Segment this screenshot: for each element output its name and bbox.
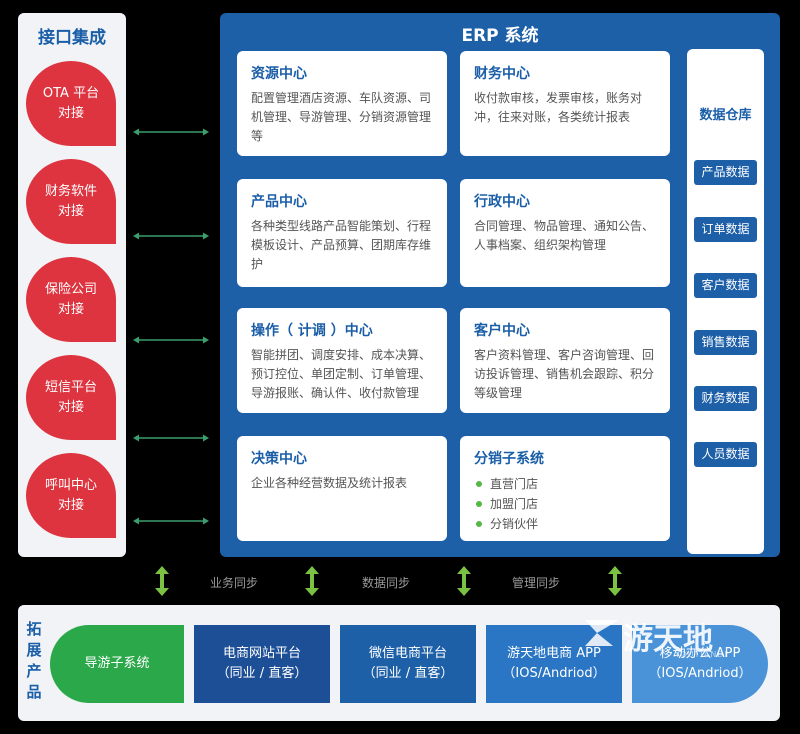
watermark-logo-icon (585, 620, 619, 646)
product-wechat-ecommerce[interactable]: 微信电商平台 （同业 / 直客） (340, 625, 476, 703)
card-desc: 智能拼团、调度安排、成本决算、预订控位、单团定制、订单管理、导游报账、确认件、收… (251, 348, 432, 400)
warehouse-item-customer[interactable]: 客户数据 (694, 273, 757, 298)
card-title: 财务中心 (474, 66, 530, 82)
double-arrow-icon (133, 232, 209, 240)
card-title: 分销子系统 (474, 451, 544, 467)
card-title: 行政中心 (474, 194, 530, 210)
card-desc: 客户资料管理、客户咨询管理、回访投诉管理、销售机会跟踪、积分等级管理 (474, 348, 655, 400)
list-item: 加盟门店 (474, 494, 656, 514)
interface-item-sublabel: 对接 (57, 105, 84, 121)
sync-label-business: 业务同步 (210, 576, 259, 590)
vertical-double-arrow-icon (305, 566, 319, 596)
card-admin-center[interactable]: 行政中心 合同管理、物品管理、通知公告、人事档案、组织架构管理 (460, 179, 670, 287)
interface-item-label: OTA 平台 (42, 85, 100, 101)
product-ecommerce-site[interactable]: 电商网站平台 （同业 / 直客） (194, 625, 330, 703)
interface-item-insurance[interactable]: 保险公司 对接 (26, 257, 116, 342)
interface-title: 接口集成 (38, 28, 106, 48)
interface-item-sms[interactable]: 短信平台 对接 (26, 355, 116, 440)
card-title: 操作（ 计调 ）中心 (251, 323, 373, 339)
interface-item-label: 呼叫中心 (44, 477, 97, 493)
product-label: 游天地电商 APP (507, 646, 601, 661)
interface-item-label: 短信平台 (44, 379, 97, 395)
card-title: 资源中心 (251, 66, 307, 82)
card-title: 客户中心 (474, 323, 530, 339)
double-arrow-icon (133, 434, 209, 442)
vertical-double-arrow-icon (457, 566, 471, 596)
interface-item-ota[interactable]: OTA 平台 对接 (26, 61, 116, 146)
product-label: 导游子系统 (84, 656, 150, 671)
double-arrow-icon (133, 336, 209, 344)
warehouse-item-finance[interactable]: 财务数据 (694, 386, 757, 411)
interface-item-finance[interactable]: 财务软件 对接 (26, 159, 116, 244)
watermark-text: 游天地 (623, 622, 713, 657)
card-title: 产品中心 (251, 194, 307, 210)
interface-item-sublabel: 对接 (57, 399, 84, 415)
data-warehouse-title: 数据仓库 (699, 108, 752, 123)
bullet-list: 直营门店 加盟门店 分销伙伴 (474, 474, 656, 534)
product-label: 电商网站平台 (222, 646, 301, 661)
product-mobile-office-app[interactable]: 移动办公 APP （IOS/Andriod） (632, 625, 768, 703)
card-operation-center[interactable]: 操作（ 计调 ）中心 智能拼团、调度安排、成本决算、预订控位、单团定制、订单管理… (237, 308, 447, 413)
product-sublabel: （IOS/Andriod） (502, 666, 606, 681)
product-sublabel: （同业 / 直客） (362, 666, 454, 681)
list-item: 直营门店 (474, 474, 656, 494)
list-item: 分销伙伴 (474, 514, 656, 534)
double-arrow-icon (133, 128, 209, 136)
interface-item-sublabel: 对接 (57, 497, 84, 513)
card-desc: 配置管理酒店资源、车队资源、司机管理、导游管理、分销资源管理等 (251, 91, 432, 143)
card-customer-center[interactable]: 客户中心 客户资料管理、客户咨询管理、回访投诉管理、销售机会跟踪、积分等级管理 (460, 308, 670, 413)
sync-label-management: 管理同步 (512, 576, 561, 590)
product-label: 移动办公 APP (659, 646, 741, 661)
data-warehouse: 数据仓库 产品数据 订单数据 客户数据 销售数据 财务数据 人员数据 (687, 49, 764, 554)
erp-title: ERP 系统 (461, 26, 539, 46)
product-label: 微信电商平台 (368, 646, 447, 661)
product-ecommerce-app[interactable]: 游天地电商 APP （IOS/Andriod） (486, 625, 622, 703)
card-desc: 合同管理、物品管理、通知公告、人事档案、组织架构管理 (474, 219, 655, 252)
sync-label-data: 数据同步 (362, 576, 411, 590)
card-desc: 收付款审核，发票审核，账务对冲，往来对账，各类统计报表 (474, 91, 643, 124)
warehouse-item-order[interactable]: 订单数据 (694, 217, 757, 242)
interface-item-label: 保险公司 (44, 281, 97, 297)
card-desc: 企业各种经营数据及统计报表 (251, 476, 408, 490)
vertical-double-arrow-icon (155, 566, 169, 596)
interface-item-callcenter[interactable]: 呼叫中心 对接 (26, 453, 116, 538)
interface-item-label: 财务软件 (44, 183, 97, 199)
warehouse-item-staff[interactable]: 人员数据 (694, 442, 757, 467)
watermark: 游天地 YOUTIANDI (583, 612, 748, 659)
card-decision-center[interactable]: 决策中心 企业各种经营数据及统计报表 (237, 436, 447, 541)
card-title: 决策中心 (251, 451, 307, 467)
warehouse-item-product[interactable]: 产品数据 (694, 160, 757, 185)
product-guide-subsystem[interactable]: 导游子系统 (50, 625, 184, 703)
warehouse-item-sales[interactable]: 销售数据 (694, 330, 757, 355)
product-sublabel: （同业 / 直客） (216, 666, 308, 681)
interface-item-sublabel: 对接 (57, 301, 84, 317)
card-resource-center[interactable]: 资源中心 配置管理酒店资源、车队资源、司机管理、导游管理、分销资源管理等 (237, 51, 447, 156)
extension-label: 拓展产品 (26, 620, 42, 701)
card-product-center[interactable]: 产品中心 各种类型线路产品智能策划、行程模板设计、产品预算、团期库存维护 (237, 179, 447, 287)
product-sublabel: （IOS/Andriod） (648, 666, 752, 681)
erp-system: ERP 系统 资源中心 配置管理酒店资源、车队资源、司机管理、导游管理、分销资源… (220, 13, 780, 557)
card-distribution-subsystem[interactable]: 分销子系统 直营门店 加盟门店 分销伙伴 (460, 436, 670, 541)
interface-panel: 接口集成 OTA 平台 对接 财务软件 对接 保险公司 对接 短信平台 对接 呼… (18, 13, 126, 557)
card-desc: 各种类型线路产品智能策划、行程模板设计、产品预算、团期库存维护 (251, 219, 432, 271)
double-arrow-icon (133, 517, 209, 525)
card-finance-center[interactable]: 财务中心 收付款审核，发票审核，账务对冲，往来对账，各类统计报表 (460, 51, 670, 156)
vertical-double-arrow-icon (608, 566, 622, 596)
interface-item-sublabel: 对接 (57, 203, 84, 219)
extension-products-bar: 拓展产品 导游子系统 电商网站平台 （同业 / 直客） 微信电商平台 （同业 /… (18, 605, 780, 721)
watermark-subtext: YOUTIANDI (675, 650, 728, 659)
